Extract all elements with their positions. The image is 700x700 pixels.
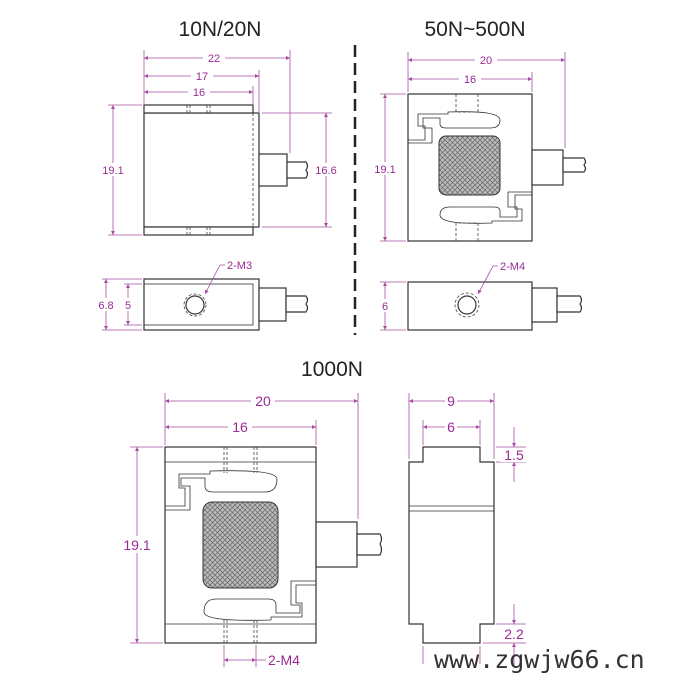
strain-gauge-area (438, 135, 501, 196)
thread-hole (185, 295, 205, 315)
dim-width-16: 16 (232, 419, 248, 435)
watermark: www.zgwjw66.cn (434, 645, 645, 674)
connector (315, 521, 358, 568)
sensor-1000n-side-view: 9 6 1.5 2.2 (408, 393, 528, 665)
sensor-50n-front-view (407, 93, 587, 242)
dim-width-17: 17 (196, 71, 208, 83)
title-10n-20n: 10N/20N (179, 18, 262, 41)
dim-height-19-1: 19.1 (123, 537, 150, 553)
dim-side-width-9: 9 (447, 393, 455, 409)
dim-height-16-6: 16.6 (315, 165, 336, 177)
sensor-50n-dimensions: 20 16 19.1 (374, 52, 566, 242)
dim-side-5: 5 (125, 300, 131, 312)
sensor-10n-side-view: 6.8 5 2-M3 (96, 260, 309, 331)
dim-step-1-5: 1.5 (504, 447, 524, 463)
sensor-1000n-front-view (164, 446, 383, 644)
connector (258, 153, 288, 187)
thread-label-m4: 2-M4 (268, 652, 300, 668)
cable (356, 533, 383, 556)
dim-width-22: 22 (208, 53, 220, 65)
thread-hole (457, 295, 477, 315)
dim-step-2-2: 2.2 (504, 626, 524, 642)
thread-label-m4: 2-M4 (500, 261, 525, 273)
dim-width-16: 16 (464, 74, 476, 86)
dim-width-20: 20 (255, 393, 271, 409)
cable (286, 161, 309, 179)
strain-gauge-area (202, 501, 279, 589)
dim-side-6-8: 6.8 (98, 300, 113, 312)
dim-height-19-1: 19.1 (102, 165, 123, 177)
dim-side-top-6: 6 (447, 419, 455, 435)
sensor-10n-dimensions: 22 17 16 19.1 16.6 (102, 50, 338, 236)
thread-label-m3: 2-M3 (227, 260, 252, 272)
dim-height-19-1: 19.1 (374, 164, 395, 176)
dim-width-16: 16 (193, 87, 205, 99)
title-50n-500n: 50N~500N (425, 18, 526, 41)
title-1000n: 1000N (301, 358, 363, 381)
dim-side-6: 6 (382, 301, 388, 313)
dim-width-20: 20 (480, 55, 492, 67)
sensor-1000n-dimensions: 20 16 19.1 2-M4 (123, 393, 359, 668)
sensor-50n-side-view: 6 2-M4 (380, 261, 583, 331)
sensor-10n-front-view (143, 104, 309, 236)
